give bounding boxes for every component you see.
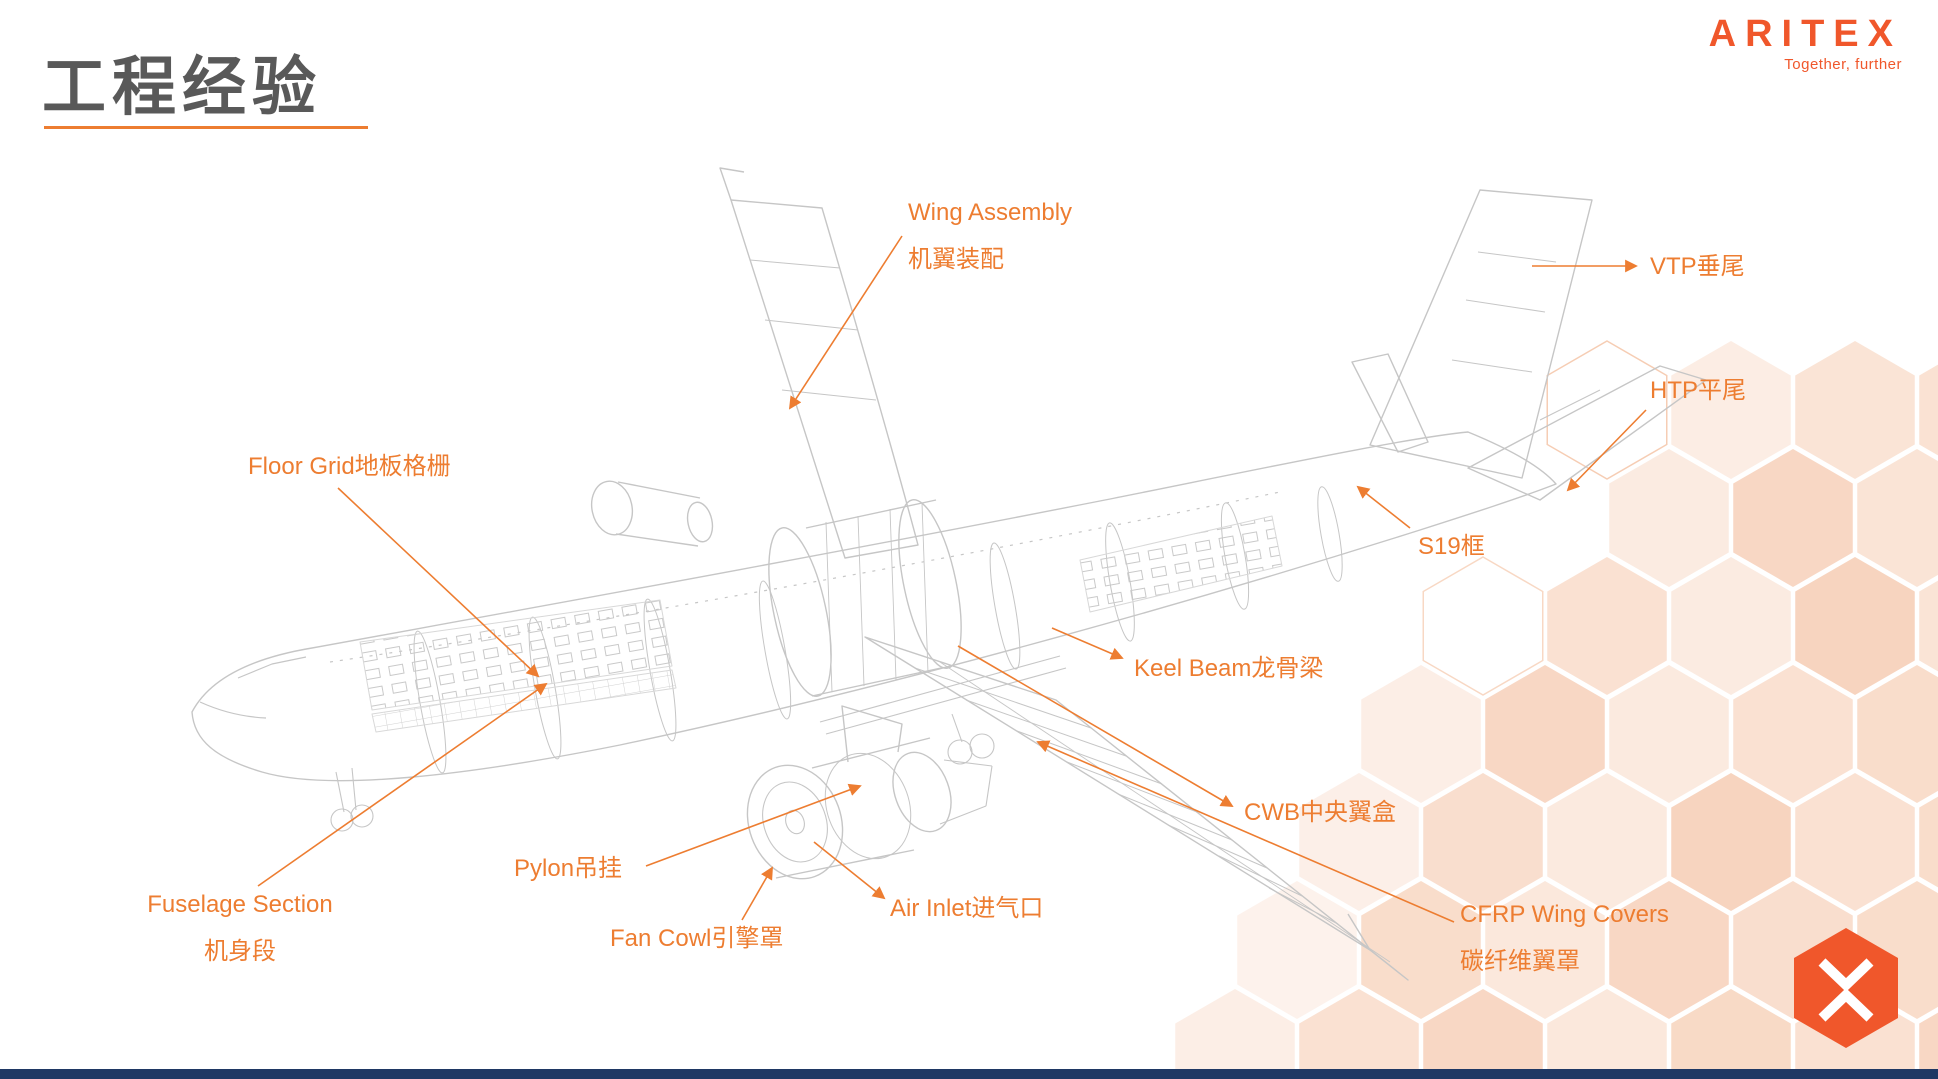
label-fuselage-section: Fuselage Section 机身段 bbox=[128, 890, 352, 967]
label-line: Floor Grid地板格栅 bbox=[248, 453, 451, 480]
brand-wordmark: ARITEX bbox=[1708, 13, 1902, 55]
leader-cfrp-wing-covers bbox=[1036, 740, 1455, 923]
label-keel-beam: Keel Beam龙骨梁 bbox=[1134, 654, 1323, 684]
brand-tagline: Together, further bbox=[1784, 56, 1902, 73]
label-line: Air Inlet进气口 bbox=[890, 895, 1044, 922]
label-line: 机身段 bbox=[204, 938, 276, 965]
brand-logo: ARITEX Together, further bbox=[1709, 14, 1902, 73]
leader-wing-assembly bbox=[788, 235, 903, 410]
leader-fan-cowl bbox=[741, 866, 773, 921]
label-line: S19框 bbox=[1418, 533, 1485, 560]
label-line: Wing Assembly bbox=[908, 199, 1073, 226]
label-htp: HTP平尾 bbox=[1650, 376, 1746, 406]
leader-keel-beam bbox=[1051, 627, 1124, 660]
label-line: 碳纤维翼罩 bbox=[1460, 948, 1580, 975]
leader-s19-frame bbox=[1356, 485, 1411, 529]
label-line: VTP垂尾 bbox=[1650, 253, 1745, 280]
leader-floor-grid bbox=[337, 487, 540, 678]
label-line: Pylon吊挂 bbox=[514, 855, 623, 882]
label-vtp: VTP垂尾 bbox=[1650, 252, 1745, 282]
label-line: Fuselage Section bbox=[147, 891, 333, 918]
label-wing-assembly: Wing Assembly 机翼装配 bbox=[908, 198, 1072, 275]
label-line: 机翼装配 bbox=[908, 246, 1004, 273]
label-line: CFRP Wing Covers bbox=[1460, 901, 1669, 928]
leader-htp bbox=[1566, 409, 1647, 492]
label-cwb: CWB中央翼盒 bbox=[1244, 798, 1396, 828]
label-air-inlet: Air Inlet进气口 bbox=[890, 894, 1043, 924]
leader-fuselage-section bbox=[257, 682, 548, 887]
label-s19-frame: S19框 bbox=[1418, 532, 1485, 562]
leader-pylon bbox=[645, 783, 862, 867]
label-fan-cowl: Fan Cowl引擎罩 bbox=[610, 924, 783, 954]
leader-air-inlet bbox=[813, 841, 886, 900]
label-pylon: Pylon吊挂 bbox=[514, 854, 622, 884]
label-cfrp-wing-covers: CFRP Wing Covers 碳纤维翼罩 bbox=[1460, 900, 1669, 977]
title-underline bbox=[44, 126, 368, 129]
label-line: CWB中央翼盒 bbox=[1244, 799, 1396, 826]
aritex-x-icon bbox=[1818, 958, 1874, 1022]
leader-cwb bbox=[957, 645, 1234, 807]
label-line: HTP平尾 bbox=[1650, 377, 1746, 404]
footer-bar bbox=[0, 1069, 1938, 1079]
page-title: 工程经验 bbox=[42, 51, 322, 123]
label-floor-grid: Floor Grid地板格栅 bbox=[248, 452, 451, 482]
label-line: Fan Cowl引擎罩 bbox=[610, 925, 784, 952]
aritex-badge bbox=[1794, 928, 1898, 1048]
label-line: Keel Beam龙骨梁 bbox=[1134, 655, 1324, 682]
